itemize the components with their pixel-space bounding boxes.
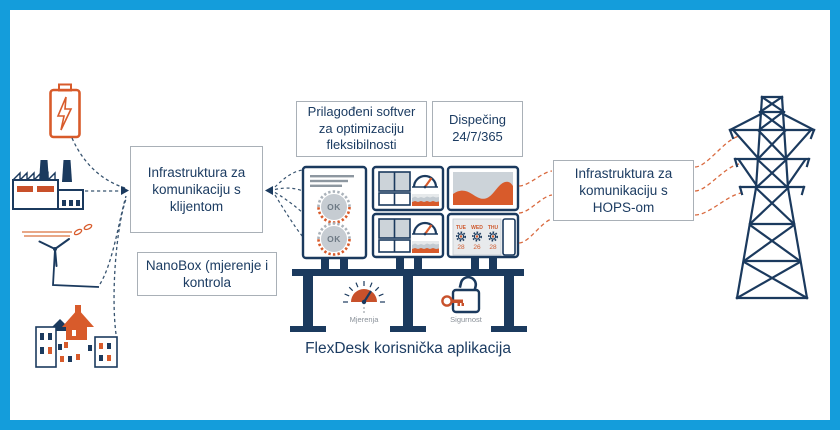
transmission-tower-icon xyxy=(728,95,816,300)
stand-structure xyxy=(290,258,527,332)
client-infrastructure-box: Infrastruktura za komunikaciju s klijent… xyxy=(130,146,263,233)
client-connectors xyxy=(71,137,127,335)
flexdesk-caption: FlexDesk korisnička aplikacija xyxy=(305,340,511,357)
area-chart-panel xyxy=(446,165,520,212)
hops-connectors xyxy=(518,135,742,244)
ok-badge-2-label: OK xyxy=(327,234,341,244)
connector-arrowhead xyxy=(121,186,129,195)
metrics-panel-top xyxy=(371,165,445,212)
hops-infrastructure-box: Infrastruktura za komunikaciju s HOPS-om xyxy=(553,160,694,221)
fan-arrowhead xyxy=(265,186,273,195)
custom-software-box: Prilagođeni softver za optimizaciju flek… xyxy=(296,101,427,157)
hops-infrastructure-label: Infrastruktura za komunikaciju s HOPS-om xyxy=(574,165,673,216)
ok-badge-2: OK xyxy=(317,222,351,256)
dashboard-connectors xyxy=(274,169,304,238)
forecast-value-2: 26 xyxy=(473,244,481,251)
gear-icon xyxy=(471,231,482,242)
dispatching-box: Dispečing 24/7/365 xyxy=(432,101,523,157)
ok-badge-1-label: OK xyxy=(327,202,341,212)
forecast-value-3: 28 xyxy=(489,244,497,251)
gauge-icon: Mjerenja xyxy=(343,281,385,324)
security-label: Sigurnost xyxy=(450,315,483,324)
custom-software-label: Prilagođeni softver za optimizaciju flek… xyxy=(307,104,416,153)
forecast-day-2: WED xyxy=(471,225,483,231)
gear-icon xyxy=(487,231,498,242)
client-infrastructure-label: Infrastruktura za komunikaciju s klijent… xyxy=(147,164,246,215)
forecast-panel: TUE WED THU 28 26 28 xyxy=(446,212,520,259)
battery-icon xyxy=(49,83,81,139)
dispatching-label: Dispečing 24/7/365 xyxy=(448,112,507,144)
nanobox-label: NanoBox (mjerenje i kontrola xyxy=(145,257,269,290)
houses-icon xyxy=(35,305,118,368)
nanobox-box: NanoBox (mjerenje i kontrola xyxy=(137,252,277,296)
padlock-key-icon: Sigurnost xyxy=(441,275,483,324)
metrics-panel-bottom xyxy=(371,212,445,259)
gear-icon xyxy=(455,231,466,242)
wind-turbine-icon xyxy=(22,223,100,288)
forecast-day-1: TUE xyxy=(456,225,467,231)
measurements-label: Mjerenja xyxy=(350,315,380,324)
forecast-value-1: 28 xyxy=(457,244,465,251)
status-panel: OK OK xyxy=(301,165,368,260)
factory-icon xyxy=(12,160,84,210)
forecast-day-3: THU xyxy=(488,225,499,231)
